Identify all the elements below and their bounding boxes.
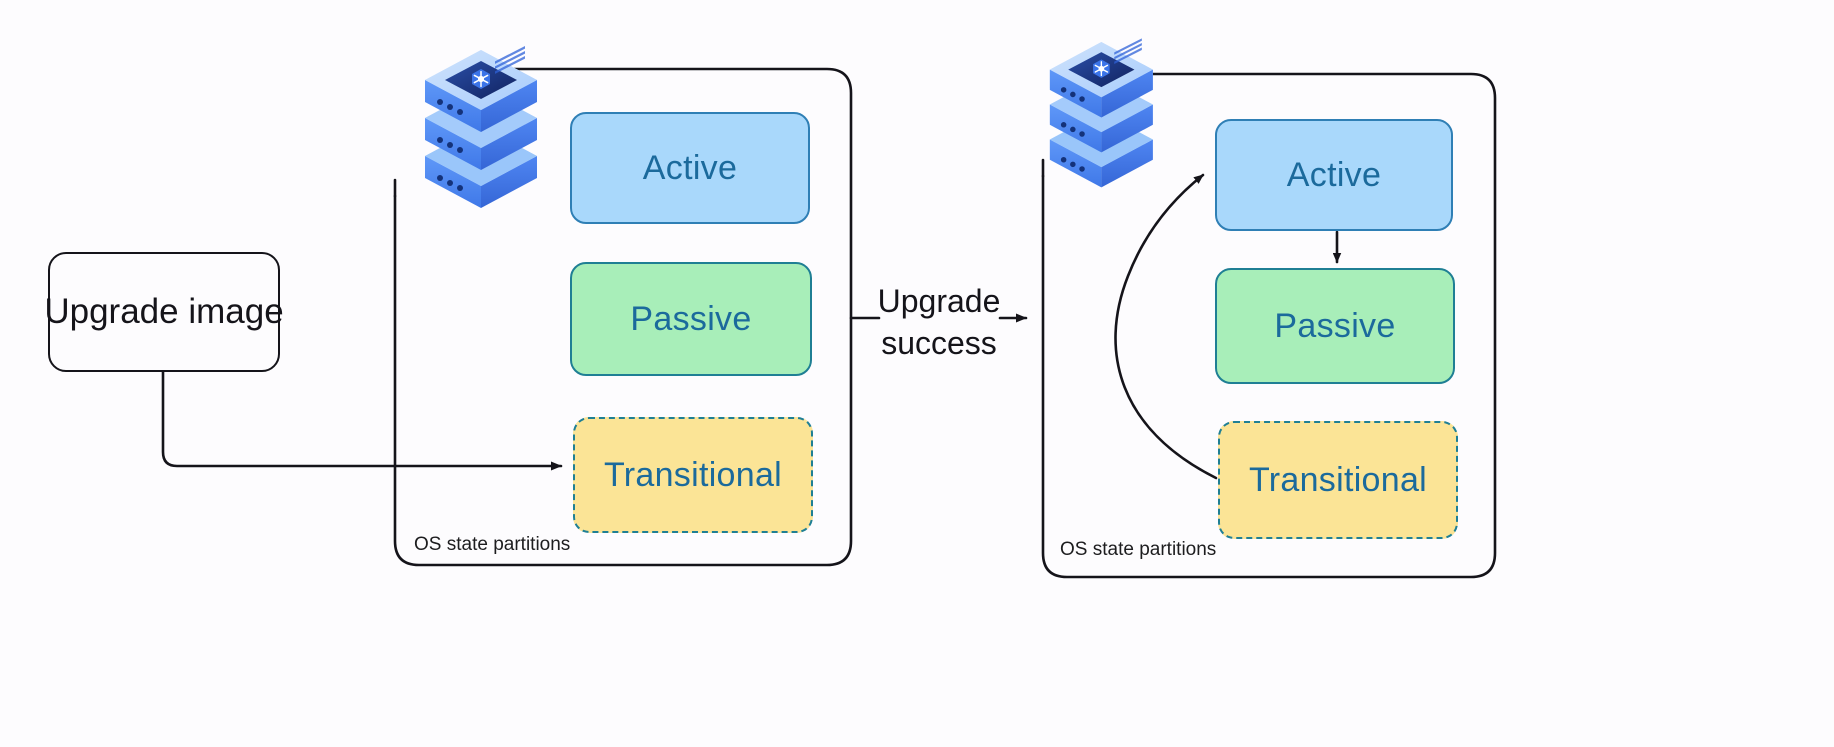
upgrade-success-label-line2: success <box>881 325 997 362</box>
server-stack-icon-right <box>1049 38 1153 188</box>
right-state-label-active: Active <box>1286 155 1382 194</box>
left-state-label-active: Active <box>642 148 738 187</box>
left-state-label-passive: Passive <box>630 299 752 338</box>
kubernetes-logo-icon <box>472 69 490 89</box>
transitional-to-active-arrow <box>1114 173 1218 480</box>
right-state-label-transitional: Transitional <box>1248 460 1428 499</box>
right-state-box-transitional[interactable]: Transitional <box>1218 421 1458 539</box>
left-panel-outline <box>393 67 853 567</box>
right-state-label-passive: Passive <box>1274 306 1396 345</box>
upgrade-success-label: Upgrade success <box>868 280 1010 364</box>
upgrade-image-to-transitional-arrow <box>161 370 563 471</box>
upgrade-image-box[interactable]: Upgrade image <box>44 252 284 372</box>
upgrade-image-label: Upgrade image <box>44 292 284 331</box>
right-panel-caption: OS state partitions <box>1060 539 1217 560</box>
right-panel-outline <box>1041 72 1497 579</box>
left-panel-caption: OS state partitions <box>414 534 571 555</box>
left-state-box-active[interactable]: Active <box>570 112 810 224</box>
upgrade-success-label-line1: Upgrade <box>877 283 1001 319</box>
server-stack-icon-left <box>425 46 537 208</box>
left-state-box-transitional[interactable]: Transitional <box>573 417 813 533</box>
left-state-box-passive[interactable]: Passive <box>570 262 812 376</box>
right-state-box-passive[interactable]: Passive <box>1215 268 1455 384</box>
kubernetes-logo-icon <box>1093 59 1110 78</box>
right-state-box-active[interactable]: Active <box>1215 119 1453 231</box>
left-state-label-transitional: Transitional <box>603 455 783 494</box>
